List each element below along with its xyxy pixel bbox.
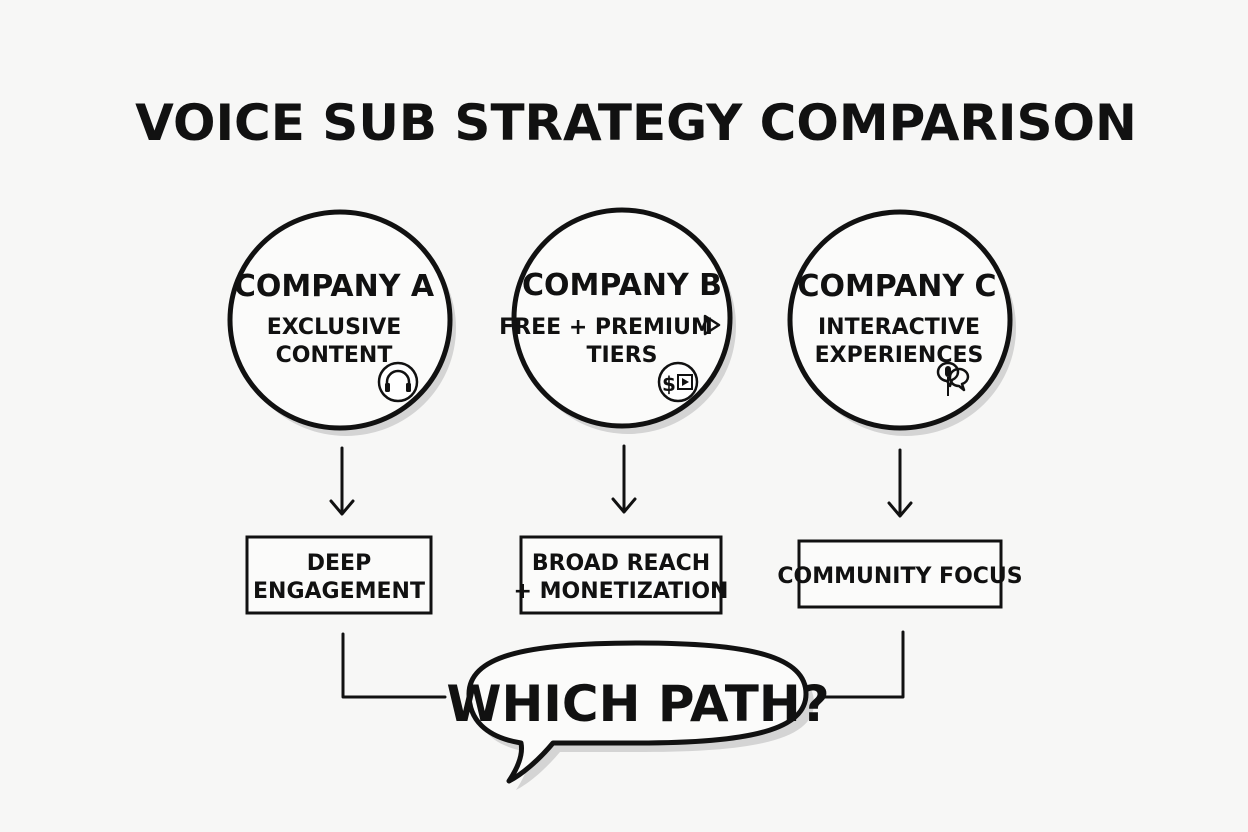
company-c-node: COMPANY C INTERACTIVE EXPERIENCES [787, 209, 1016, 436]
company-b-strategy-line-1: FREE + PREMIUM [499, 315, 713, 340]
company-a-node: COMPANY A EXCLUSIVE CONTENT [227, 209, 456, 436]
company-a-outcome-line-2: ENGAGEMENT [253, 579, 425, 604]
company-b-name: COMPANY B [522, 268, 722, 303]
company-a-outcome-box [245, 535, 433, 615]
company-c-outcome-box [797, 539, 1003, 609]
left-connector-line [341, 632, 447, 699]
company-c-strategy-line-1: INTERACTIVE [818, 315, 980, 340]
headphones-icon [377, 361, 419, 403]
play-triangle-icon [703, 314, 721, 336]
dollar-play-icon: $ [657, 361, 699, 403]
company-a-outcome-line-1: DEEP [307, 551, 371, 576]
svg-text:$: $ [662, 372, 676, 396]
company-a-strategy-line-1: EXCLUSIVE [267, 315, 402, 340]
speech-bubble [466, 640, 809, 784]
company-b-node: COMPANY B FREE + PREMIUM TIERS $ [499, 207, 736, 434]
company-c-circle [787, 209, 1013, 431]
company-a-name: COMPANY A [234, 269, 435, 304]
company-c-strategy-line-2: EXPERIENCES [815, 343, 984, 368]
company-b-arrow-head [611, 497, 637, 514]
question-speech-bubble: WHICH PATH? [446, 640, 830, 790]
company-b-outcome-line-1: BROAD REACH [532, 551, 710, 576]
company-b-outcome-box [519, 535, 723, 615]
company-b-outcome-line-2: + MONETIZATION [514, 579, 729, 604]
right-connector-line [820, 630, 905, 699]
chat-microphone-icon [936, 361, 970, 396]
company-c-arrow-head [887, 501, 913, 518]
company-b-strategy-line-2: TIERS [586, 343, 657, 368]
question-text: WHICH PATH? [446, 675, 829, 733]
company-c-outcome-line-1: COMMUNITY FOCUS [777, 564, 1022, 589]
company-a-strategy-line-2: CONTENT [276, 343, 393, 368]
company-a-arrow-head [329, 499, 355, 516]
company-c-name: COMPANY C [797, 269, 996, 304]
page-title: VOICE SUB STRATEGY COMPARISON [135, 94, 1137, 152]
